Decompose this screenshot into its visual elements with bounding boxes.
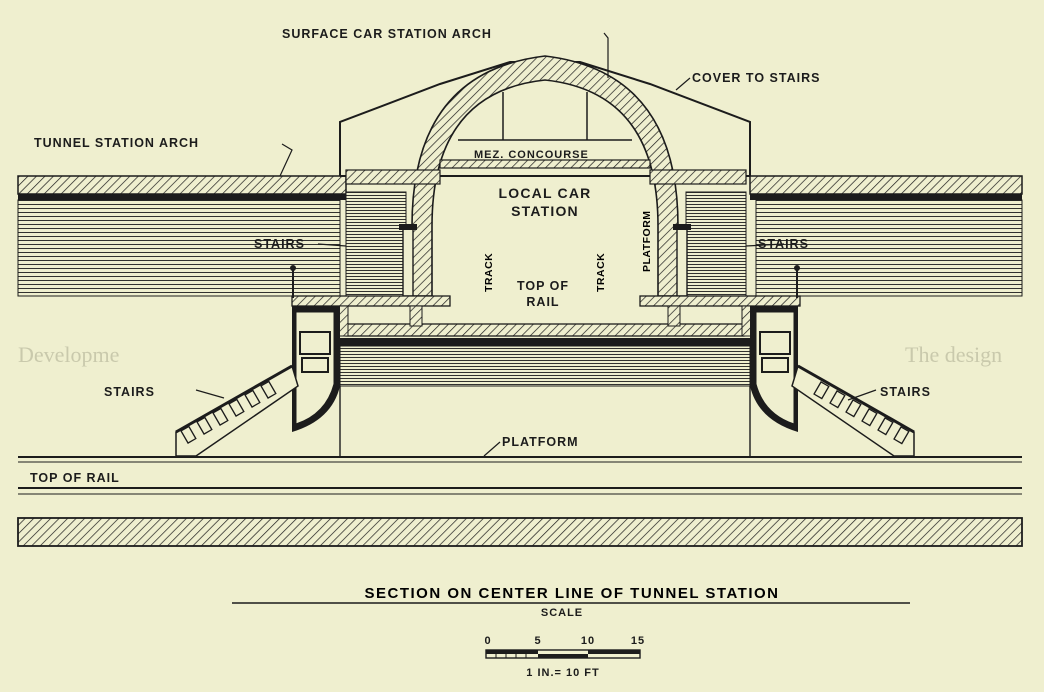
caption-title: SECTION ON CENTER LINE OF TUNNEL STATION [364, 585, 779, 602]
caption: SECTION ON CENTER LINE OF TUNNEL STATION… [232, 585, 910, 679]
scale-ratio: 1 IN.= 10 FT [526, 667, 599, 679]
label-stairs-lower-right: STAIRS [880, 385, 931, 399]
scale-label: SCALE [541, 607, 583, 619]
scale-tick-0: 0 [484, 635, 491, 647]
label-local-car: LOCAL CAR [499, 185, 592, 201]
stair-housing-left [292, 306, 340, 432]
tunnel-roof [17, 175, 1023, 200]
label-surface-car-station-arch: SURFACE CAR STATION ARCH [282, 27, 492, 41]
stairs-lower-right-drawing [791, 364, 915, 457]
background-page-text: Developme The design [18, 342, 1002, 367]
label-stairs-lower-left: STAIRS [104, 385, 155, 399]
scale-bar [485, 649, 641, 659]
label-tunnel-station-arch: TUNNEL STATION ARCH [34, 136, 199, 150]
stair-housing-right [750, 306, 798, 432]
label-station: STATION [511, 203, 579, 219]
stairs-lower-left-drawing [175, 364, 299, 457]
tunnel-side-walls [17, 191, 1023, 297]
label-platform: PLATFORM [502, 435, 579, 449]
label-top-of-rail: TOP OF RAIL [30, 471, 120, 485]
scale-tick-5: 5 [534, 635, 541, 647]
label-mez-concourse: MEZ. CONCOURSE [474, 149, 589, 161]
label-rail: RAIL [526, 295, 559, 309]
label-platform-vertical: PLATFORM [641, 210, 653, 272]
label-track-left: TRACK [483, 253, 495, 292]
scale-tick-10: 10 [581, 635, 595, 647]
label-top-of: TOP OF [517, 279, 569, 293]
label-stairs-upper-right: STAIRS [758, 237, 809, 251]
leader-lines [195, 32, 877, 457]
label-cover-to-stairs: COVER TO STAIRS [692, 71, 820, 85]
labels: SURFACE CAR STATION ARCH COVER TO STAIRS… [30, 27, 931, 485]
background-heading: Developme [18, 342, 119, 367]
background-phrase: The design [905, 342, 1002, 367]
platform-and-rails [17, 456, 1023, 547]
upper-slabs [290, 265, 801, 337]
label-stairs-upper-left: STAIRS [254, 237, 305, 251]
lower-concourse [339, 338, 751, 456]
label-track-right: TRACK [595, 253, 607, 292]
scale-tick-15: 15 [631, 635, 645, 647]
